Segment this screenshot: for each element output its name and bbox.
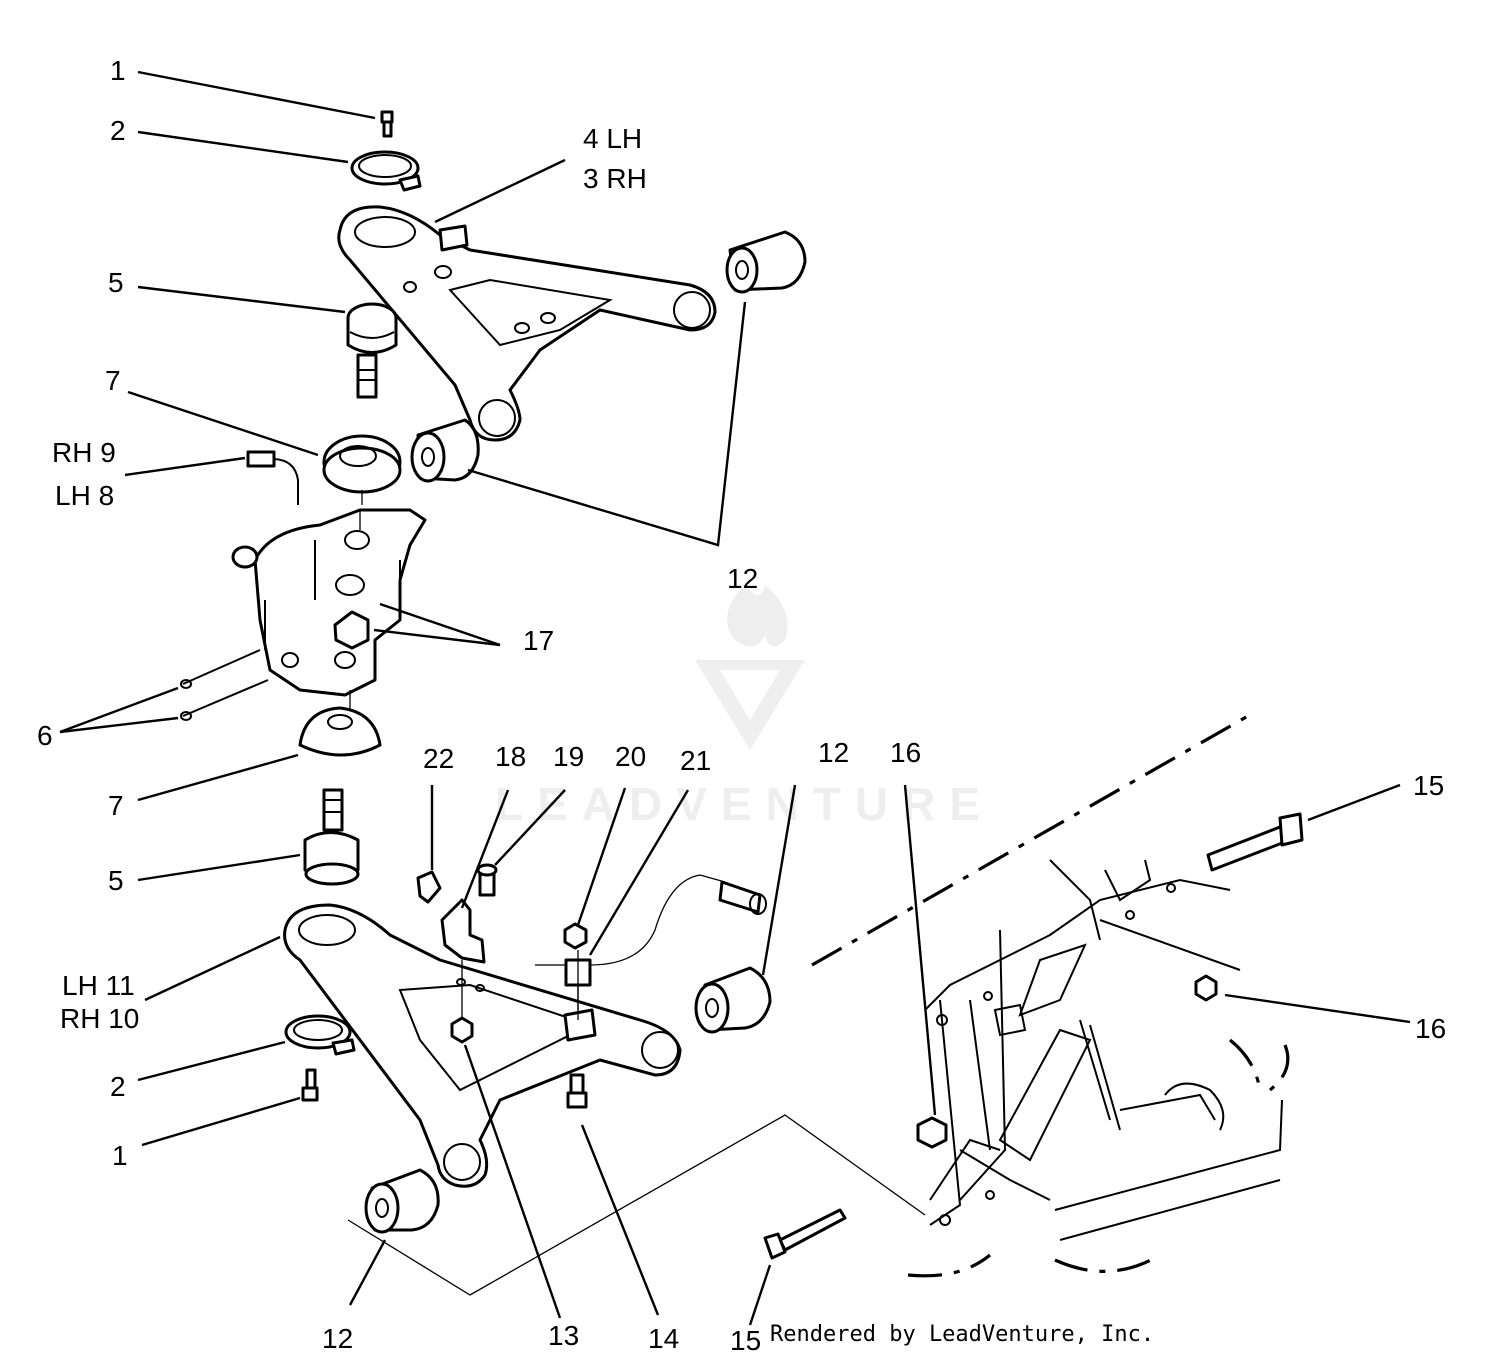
callout-15-top: 15	[1413, 770, 1444, 801]
nut-13	[450, 1016, 474, 1044]
callout-3-rh: 3 RH	[583, 163, 647, 194]
bolt-bottom	[301, 1068, 319, 1102]
watermark-text: LEADVENTURE	[495, 778, 994, 830]
callout-lh-8: LH 8	[55, 480, 114, 511]
callout-5-bottom: 5	[108, 865, 124, 896]
callout-18: 18	[495, 741, 526, 772]
callout-17: 17	[523, 625, 554, 656]
callout-13: 13	[548, 1320, 579, 1351]
render-credit: Rendered by LeadVenture, Inc.	[770, 1322, 1155, 1347]
assembly-guide-lines	[347, 490, 926, 1296]
callout-19: 19	[553, 741, 584, 772]
bushing-upper-left	[410, 418, 480, 483]
callout-12-bottom: 12	[322, 1323, 353, 1354]
nut-and-fitting	[535, 874, 767, 1010]
bushing-lower-left	[364, 1168, 440, 1234]
seal-top	[322, 434, 402, 494]
callout-7-bottom: 7	[108, 790, 124, 821]
callout-lh-11: LH 11	[62, 970, 135, 1001]
callout-rh-9: RH 9	[52, 437, 116, 468]
bolt-top	[380, 110, 394, 138]
callout-6: 6	[37, 720, 53, 751]
ball-joint-top	[346, 302, 398, 399]
callout-12-mid: 12	[818, 737, 849, 768]
ball-joint-bottom	[303, 788, 360, 886]
cotter-pins	[180, 649, 269, 721]
leadventure-watermark-logo: LEADVENTURE	[495, 585, 994, 830]
bolt-14	[566, 1073, 588, 1109]
leader-lines	[59, 70, 1411, 1326]
sensor-wire	[246, 450, 299, 505]
callout-rh-10: RH 10	[60, 1003, 139, 1034]
callout-15-bottom: 15	[730, 1325, 761, 1356]
circlip-top	[350, 150, 422, 192]
callout-16-top: 16	[890, 737, 921, 768]
callout-2-bottom: 2	[110, 1071, 126, 1102]
callout-16-right: 16	[1415, 1013, 1446, 1044]
callout-20: 20	[615, 741, 646, 772]
callout-5-top: 5	[108, 267, 124, 298]
callout-14: 14	[648, 1323, 679, 1354]
callout-4-lh: 4 LH	[583, 123, 642, 154]
callout-1-bottom: 1	[112, 1140, 128, 1171]
callout-labels: 1 2 4 LH 3 RH 5 7 RH 9 LH 8 12 17 6 7 5 …	[37, 55, 1446, 1356]
callout-1-top: 1	[110, 55, 126, 86]
callout-21: 21	[680, 745, 711, 776]
callout-7-top: 7	[105, 365, 121, 396]
bushing-lower-right	[694, 966, 772, 1034]
upper-control-arm	[337, 205, 717, 442]
bushing-upper-right	[725, 230, 807, 294]
spindle-knuckle	[231, 508, 427, 697]
circlip-bottom	[284, 1014, 356, 1056]
callout-2-top: 2	[110, 115, 126, 146]
callout-22: 22	[423, 743, 454, 774]
callout-12-right: 12	[727, 563, 758, 594]
bracket	[416, 863, 498, 964]
lower-control-arm	[283, 903, 682, 1188]
seal-bottom	[298, 706, 382, 757]
frame-section	[763, 710, 1304, 1278]
